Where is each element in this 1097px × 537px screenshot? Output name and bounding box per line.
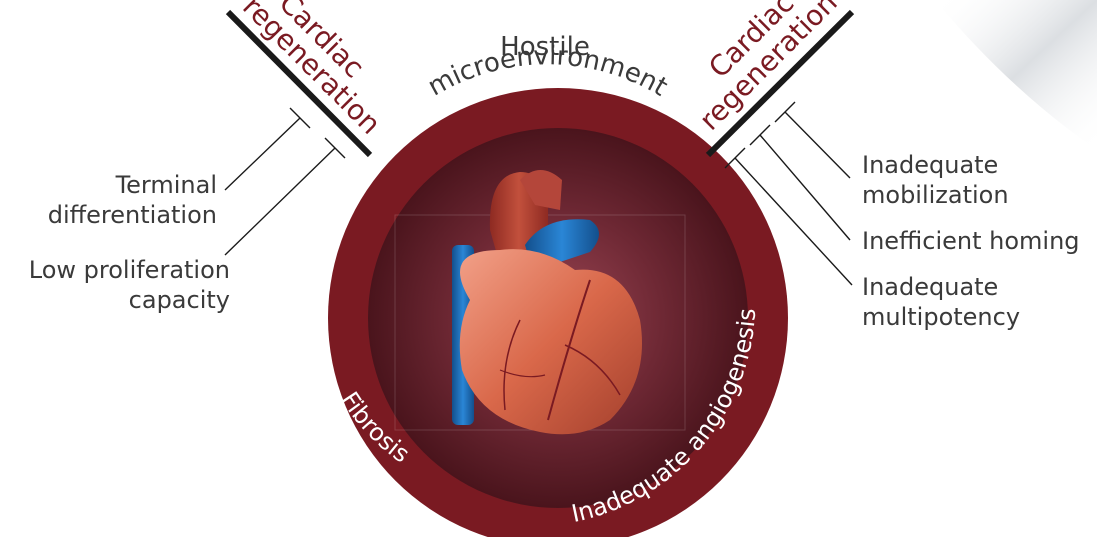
left-factor-low-proliferation: Low proliferation capacity — [0, 255, 230, 315]
left-factor-2-line2: capacity — [0, 285, 230, 315]
left-factor-1-line1: Terminal — [0, 170, 217, 200]
right-factor-1-line1: Inadequate — [862, 150, 1009, 180]
right-inhibitor-2 — [760, 135, 850, 240]
right-inhibitor-2-bar — [750, 125, 770, 145]
decorative-sheen — [935, 0, 1097, 150]
left-factor-1-line2: differentiation — [0, 200, 217, 230]
left-factor-terminal-differentiation: Terminal differentiation — [0, 170, 217, 230]
left-factor-2-line1: Low proliferation — [0, 255, 230, 285]
right-factor-inefficient-homing: Inefficient homing — [862, 226, 1080, 256]
right-inhibitor-1 — [785, 112, 850, 178]
right-factor-3-line2: multipotency — [862, 302, 1020, 332]
right-factor-inadequate-multipotency: Inadequate multipotency — [862, 272, 1020, 332]
right-factor-2-line1: Inefficient homing — [862, 226, 1080, 256]
right-factor-inadequate-mobilization: Inadequate mobilization — [862, 150, 1009, 210]
left-inhibitor-2 — [225, 148, 335, 255]
right-factor-1-line2: mobilization — [862, 180, 1009, 210]
right-factor-3-line1: Inadequate — [862, 272, 1020, 302]
left-inhibitor-1 — [225, 118, 300, 190]
